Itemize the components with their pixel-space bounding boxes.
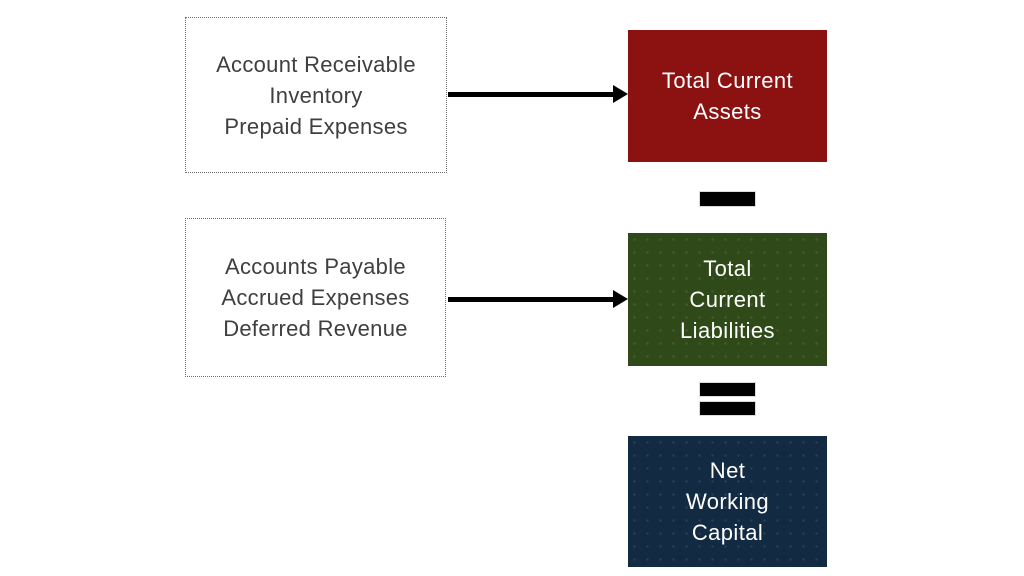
box-label-line: Total: [703, 256, 752, 281]
component-line: Accounts Payable: [225, 254, 406, 279]
box-label-line: Working: [685, 489, 770, 514]
arrow-to-total-current-liabilities: [448, 290, 628, 308]
arrow-head-icon: [613, 290, 628, 308]
component-line: Accrued Expenses: [221, 285, 410, 310]
box-label-line: Capital: [691, 520, 764, 545]
arrow-head-icon: [613, 85, 628, 103]
component-line: Account Receivable: [216, 51, 416, 77]
box-label-line: Total Current: [661, 68, 794, 93]
current-liabilities-components-box: Accounts Payable Accrued Expenses Deferr…: [185, 218, 446, 377]
component-line: Inventory: [269, 82, 363, 108]
equals-operator-icon: [699, 382, 756, 397]
total-current-liabilities-box: Total Current Liabilities: [628, 233, 827, 366]
box-label-line: Current: [689, 287, 766, 312]
component-line: Prepaid Expenses: [224, 113, 408, 139]
box-label-line: Liabilities: [680, 318, 775, 343]
arrow-to-total-current-assets: [448, 85, 628, 103]
arrow-shaft: [448, 91, 613, 97]
total-current-assets-box: Total Current Assets: [628, 30, 827, 162]
equals-operator-icon: [699, 401, 756, 416]
minus-operator-icon: [699, 191, 756, 207]
current-assets-components-box: Account Receivable Inventory Prepaid Exp…: [185, 17, 447, 173]
component-line: Deferred Revenue: [223, 316, 408, 341]
net-working-capital-box: Net Working Capital: [628, 436, 827, 567]
box-label-line: Assets: [693, 99, 762, 124]
box-label-line: Net: [709, 458, 746, 483]
arrow-shaft: [448, 296, 613, 302]
